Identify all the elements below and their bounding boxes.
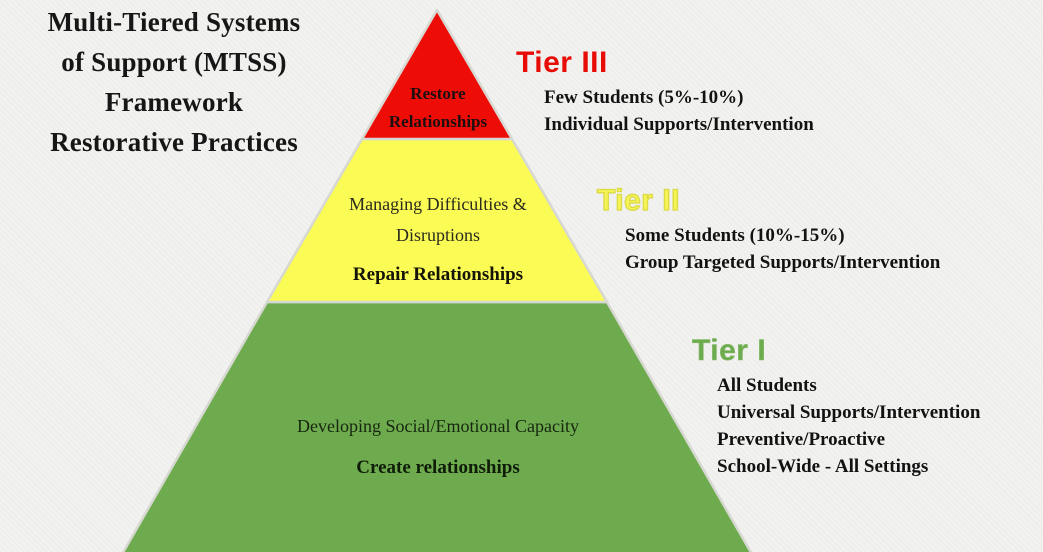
tier3-detail-line-1: Few Students (5%-10%) <box>544 87 744 108</box>
tier2-detail-lines: Some Students (10%-15%) Group Targeted S… <box>597 222 940 276</box>
tier1-inside-bold-line: Create relationships <box>356 457 520 478</box>
tier3-detail-lines: Few Students (5%-10%) Individual Support… <box>516 84 814 138</box>
tier1-heading: Tier I <box>692 334 767 368</box>
title-line-2: of Support (MTSS) <box>61 47 287 77</box>
tier2-detail-line-2: Group Targeted Supports/Intervention <box>625 252 941 273</box>
tier3-heading: Tier III <box>516 46 608 79</box>
title-line-3: Framework <box>104 87 244 117</box>
page-title: Multi-Tiered Systems of Support (MTSS) F… <box>2 2 346 162</box>
title-line-4: Restorative Practices <box>50 127 298 157</box>
tier2-annotation: Tier II Some Students (10%-15%) Group Ta… <box>596 183 940 276</box>
tier3-red-shape <box>360 8 514 141</box>
tier2-inside-label: Managing Difficulties & Disruptions Repa… <box>322 189 554 290</box>
tier2-detail-line-1: Some Students (10%-15%) <box>625 225 845 246</box>
tier3-inside-line-1: Restore <box>410 84 466 103</box>
tier1-detail-lines: All Students Universal Supports/Interven… <box>692 372 980 480</box>
tier3-detail-line-2: Individual Supports/Intervention <box>544 114 814 135</box>
tier1-annotation: Tier I All Students Universal Supports/I… <box>692 334 981 480</box>
tier1-inside-label: Developing Social/Emotional Capacity Cre… <box>252 414 624 480</box>
tier3-annotation: Tier III Few Students (5%-10%) Individua… <box>516 46 814 138</box>
tier1-detail-line-4: School-Wide - All Settings <box>717 456 929 477</box>
tier2-inside-bold-line: Repair Relationships <box>352 264 524 285</box>
tier2-heading: Tier II <box>596 183 680 217</box>
title-line-1: Multi-Tiered Systems <box>47 7 301 37</box>
tier2-inside-line-2: Disruptions <box>395 225 480 245</box>
tier3-inside-label: Restore Relationships <box>352 80 524 136</box>
tier1-detail-line-2: Universal Supports/Intervention <box>717 402 981 423</box>
tier1-inside-line-1: Developing Social/Emotional Capacity <box>297 416 579 436</box>
tier1-detail-line-3: Preventive/Proactive <box>717 429 886 450</box>
tier3-inside-line-2: Relationships <box>388 112 488 131</box>
tier1-detail-line-1: All Students <box>717 375 817 396</box>
tier2-inside-line-1: Managing Difficulties & <box>349 194 527 214</box>
